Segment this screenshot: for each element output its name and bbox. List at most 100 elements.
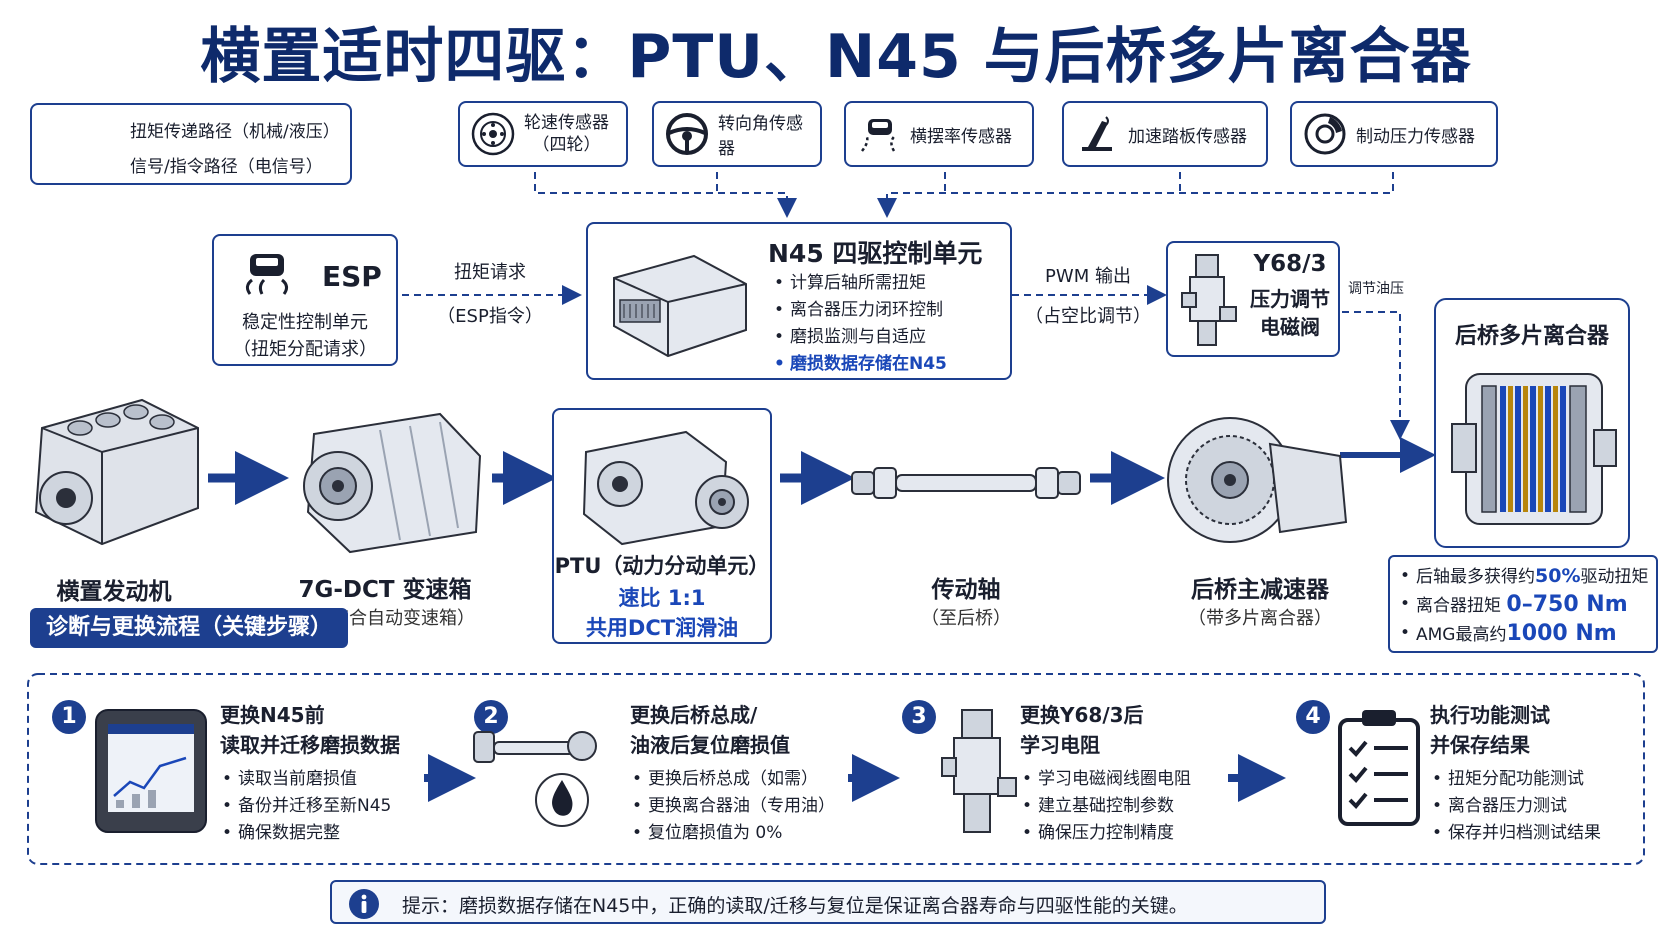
y68-line3: 电磁阀 [1260,315,1320,339]
sensor-yaw-rate-label: 横摆率传感器 [910,126,1012,147]
note-text: AMG最高约 [1416,625,1507,645]
esp-line2: （扭矩分配请求） [233,339,377,360]
engine-icon [34,398,199,546]
note-value: 1000 Nm [1506,621,1617,646]
ptu-box: PTU（动力分动单元） 速比 1:1 共用DCT润滑油 [552,408,772,644]
esp-name: ESP [322,260,382,293]
rear-clutch-title: 后桥多片离合器 [1454,324,1609,349]
clutch-note-item: AMG最高约1000 Nm [1398,620,1648,649]
step-items: 更换后桥总成（如需） 更换离合器油（专用油） 复位磨损值为 0% [630,766,835,847]
n45-box: N45 四驱控制单元 计算后轴所需扭矩 离合器压力闭环控制 磨损监测与自适应 磨… [586,222,1012,380]
oil-pressure-label: 调节油压 [1348,281,1404,297]
sensor-steering-angle: 转向角传感器 [652,101,822,167]
axle-oil-icon [473,731,597,827]
clutch-notes-list: 后轴最多获得约50%驱动扭矩 离合器扭矩 0–750 Nm AMG最高约1000… [1398,563,1648,649]
n45-title: N45 四驱控制单元 [768,239,983,268]
sensor-brake-pressure-label: 制动压力传感器 [1356,126,1475,147]
steering-wheel-icon [666,113,708,155]
clutch-note-item: 后轴最多获得约50%驱动扭矩 [1398,563,1648,591]
esp-link-top: 扭矩请求 [454,262,526,283]
n45-feature-list: 计算后轴所需扭矩 离合器压力闭环控制 磨损监测与自适应 磨损数据存储在N45 [772,270,947,378]
sensor-wheel-speed: 轮速传感器 （四轮） [458,101,628,167]
multi-plate-clutch-icon [1451,373,1617,525]
step-title-line: 学习电阻 [1020,733,1100,757]
driveshaft-subcaption: （至后桥） [921,608,1011,629]
ptu-icon [582,430,749,546]
rear-diff-subcaption: （带多片离合器） [1188,608,1332,629]
step-item: 读取当前磨损值 [220,766,391,793]
driveshaft-caption: 传动轴 [931,577,1001,603]
step-title-line: 读取并迁移磨损数据 [220,733,400,757]
step-number: 3 [902,700,936,734]
note-text: 驱动扭矩 [1580,567,1649,587]
ptu-ratio: 速比 1:1 [618,586,706,610]
step-title-line: 更换Y68/3后 [1020,703,1144,727]
solenoid-valve-icon [1181,254,1237,346]
esp-box: ESP 稳定性控制单元 （扭矩分配请求） [212,234,398,366]
note-text: 后轴最多获得约 [1416,567,1535,587]
esp-link-bottom: （ESP指令） [437,306,543,327]
checklist-icon [1338,710,1420,826]
sensor-accelerator-pedal: 加速踏板传感器 [1062,101,1268,167]
step-item: 确保数据完整 [220,820,391,847]
driveshaft-icon [851,467,1081,499]
note-value: 50% [1535,565,1581,587]
step-number: 2 [474,700,508,734]
pedal-icon [1082,116,1112,151]
info-icon [349,889,379,919]
step-number: 4 [1296,700,1330,734]
step-item: 备份并迁移至新N45 [220,793,391,820]
step-item: 更换离合器油（专用油） [630,793,835,820]
tip-box: 提示：磨损数据存储在N45中，正确的读取/迁移与复位是保证离合器寿命与四驱性能的… [330,880,1326,924]
sensor-steering-angle-label: 转向角传感器 [718,114,803,159]
procedure-label: 诊断与更换流程（关键步骤） [30,608,349,648]
sensor-yaw-rate: 横摆率传感器 [844,101,1034,167]
gearbox-caption: 7G-DCT 变速箱 [298,577,472,603]
wheel-speed-icon [471,112,515,156]
y68-line1: Y68/3 [1253,251,1327,277]
n45-feature-highlight: 磨损数据存储在N45 [772,351,947,378]
step-title-line: 油液后复位磨损值 [630,733,790,757]
step-item: 扭矩分配功能测试 [1430,766,1601,793]
step-number: 1 [52,700,86,734]
step-items: 扭矩分配功能测试 离合器压力测试 保存并归档测试结果 [1430,766,1601,847]
ptu-oil: 共用DCT润滑油 [585,616,739,640]
clutch-note-item: 离合器扭矩 0–750 Nm [1398,591,1648,620]
pwm-link-bottom: （占空比调节） [1025,306,1151,327]
n45-feature-item: 离合器压力闭环控制 [772,297,947,324]
note-text: 离合器扭矩 [1416,596,1507,616]
rear-diff-icon [1167,417,1348,543]
step-title-line: 更换N45前 [220,703,325,727]
step-items: 学习电磁阀线圈电阻 建立基础控制参数 确保压力控制精度 [1020,766,1191,847]
step-item: 保存并归档测试结果 [1430,820,1601,847]
clutch-notes-box: 后轴最多获得约50%驱动扭矩 离合器扭矩 0–750 Nm AMG最高约1000… [1388,555,1658,653]
diagnostic-tablet-icon [95,709,207,833]
y68-box: Y68/3 压力调节 电磁阀 [1166,241,1340,357]
ecu-icon [613,254,747,358]
step-item: 确保压力控制精度 [1020,820,1191,847]
sensor-brake-pressure: 制动压力传感器 [1290,101,1498,167]
esp-skid-icon [245,254,289,295]
gearbox-icon [303,412,482,554]
y68-line2: 压力调节 [1250,287,1330,311]
n45-feature-item: 计算后轴所需扭矩 [772,270,947,297]
step-item: 建立基础控制参数 [1020,793,1191,820]
page-title: 横置适时四驱：PTU、N45 与后桥多片离合器 [200,22,1472,92]
solenoid-valve-icon [941,709,1017,833]
tip-text: 提示：磨损数据存储在N45中，正确的读取/迁移与复位是保证离合器寿命与四驱性能的… [402,895,1188,917]
step-item: 离合器压力测试 [1430,793,1601,820]
rear-clutch-box: 后桥多片离合器 [1434,298,1630,548]
step-item: 复位磨损值为 0% [630,820,835,847]
step-title-line: 并保存结果 [1430,733,1530,757]
step-item: 学习电磁阀线圈电阻 [1020,766,1191,793]
sensor-accelerator-pedal-label: 加速踏板传感器 [1128,126,1247,147]
engine-caption: 横置发动机 [56,579,172,605]
rear-diff-caption: 后桥主减速器 [1191,577,1329,603]
step-title-line: 更换后桥总成/ [630,703,758,727]
ptu-caption: PTU（动力分动单元） [554,554,770,578]
step-items: 读取当前磨损值 备份并迁移至新N45 确保数据完整 [220,766,391,847]
pwm-link-top: PWM 输出 [1045,266,1131,287]
brake-disc-icon [1304,113,1346,155]
n45-feature-item: 磨损监测与自适应 [772,324,947,351]
esp-line1: 稳定性控制单元 [242,312,368,333]
